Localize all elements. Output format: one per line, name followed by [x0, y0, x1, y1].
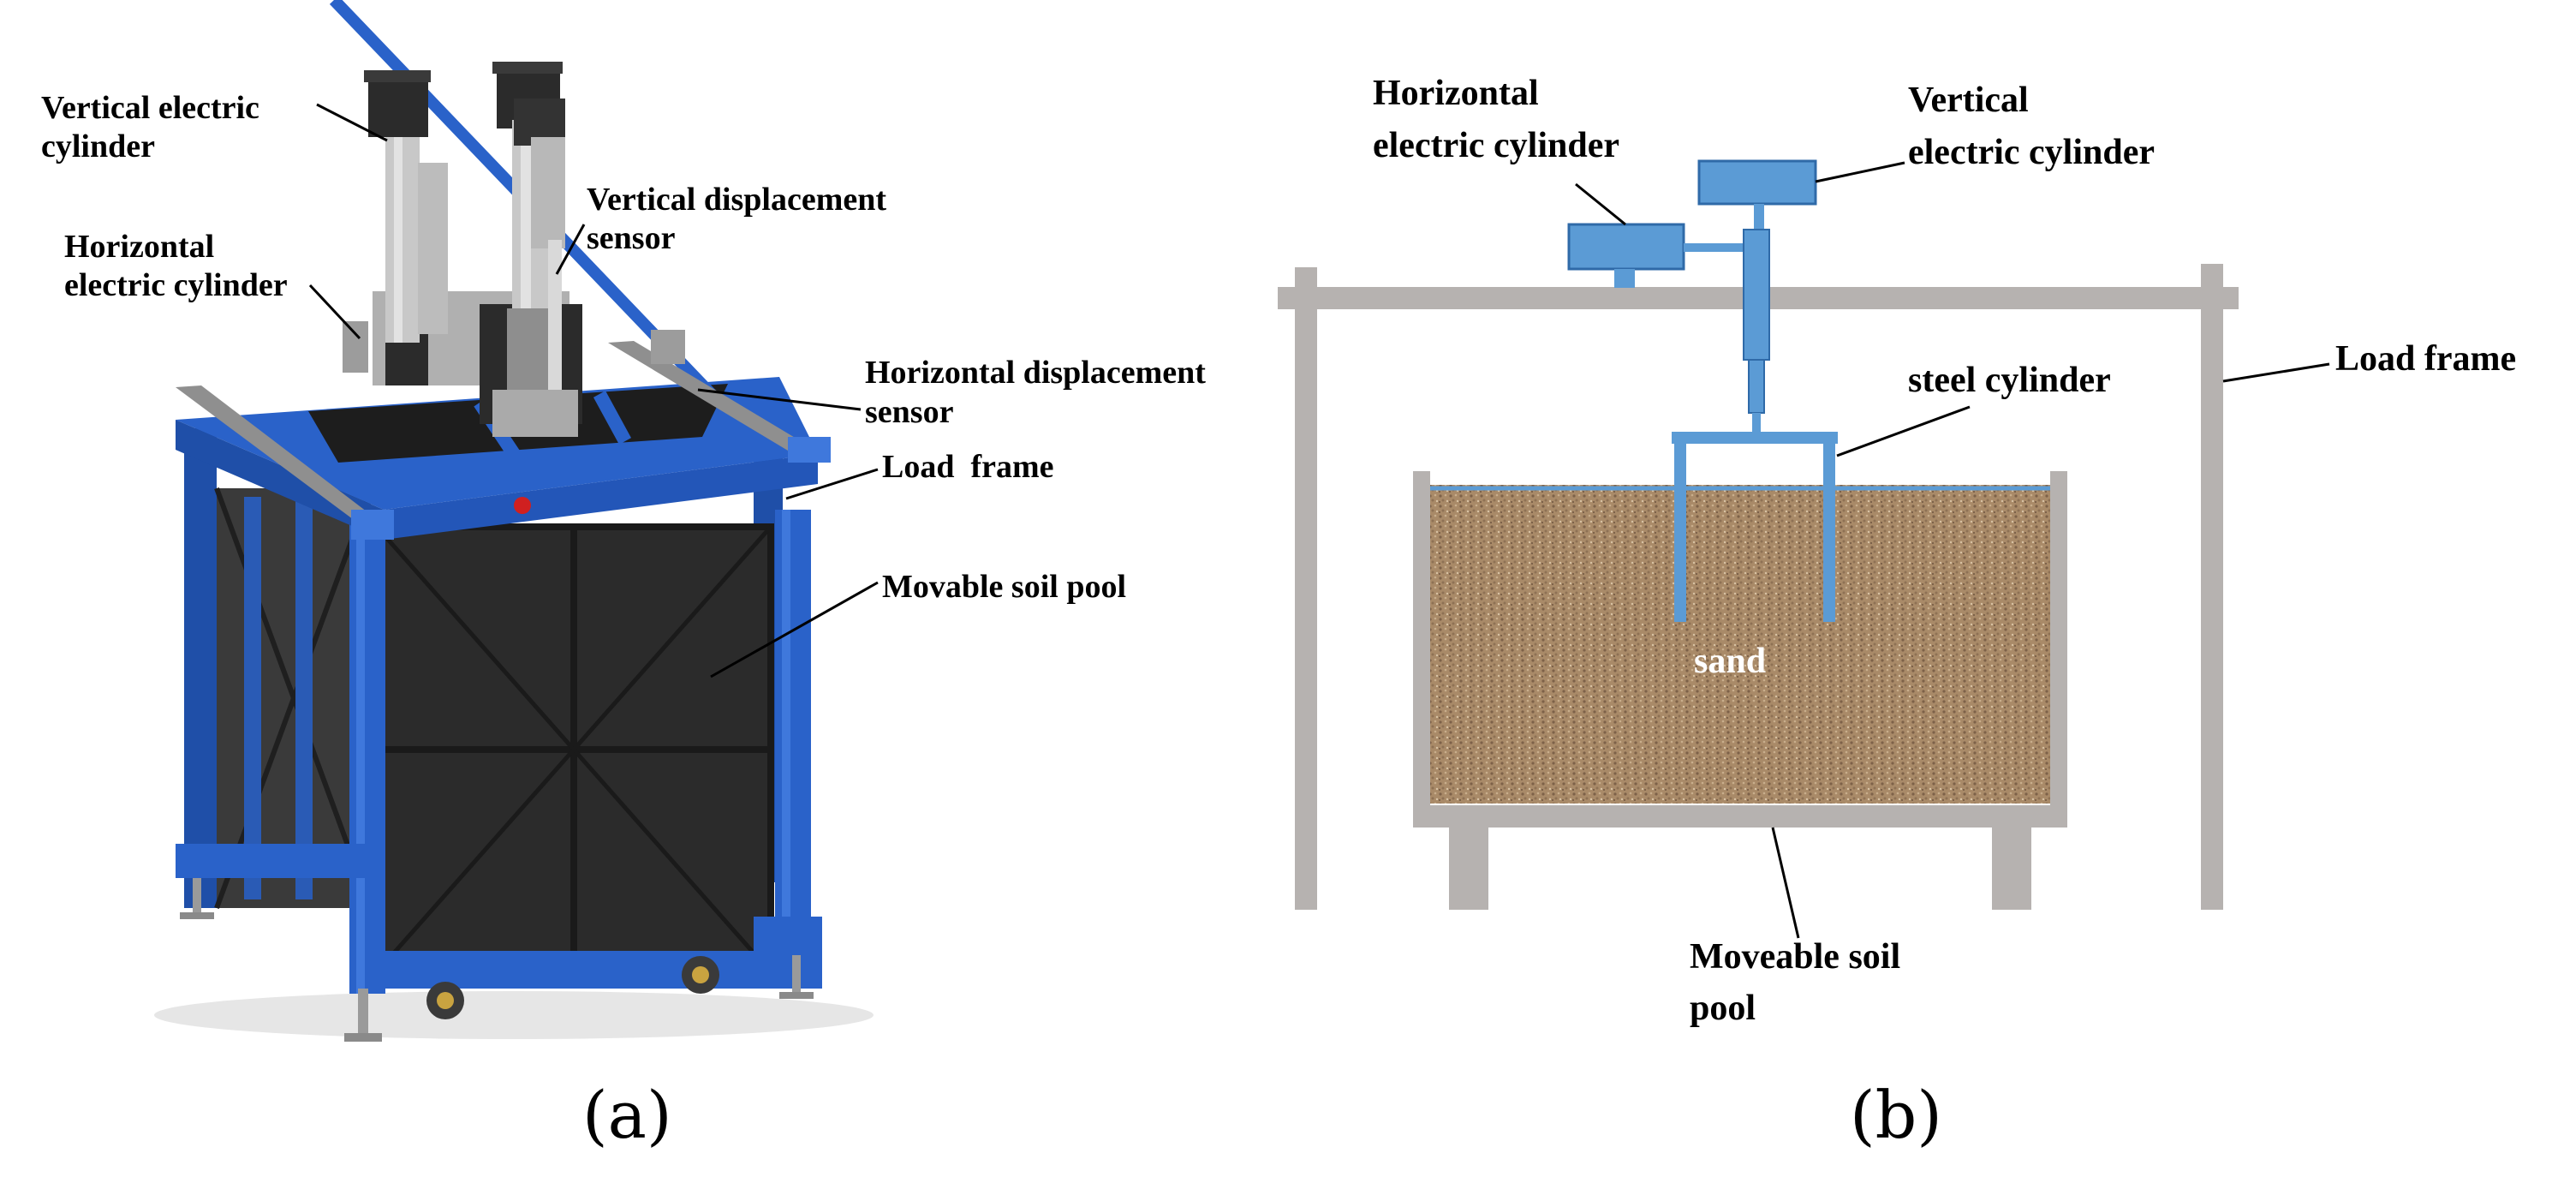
- front-left-post: [349, 514, 385, 994]
- leader-b-soil-pool: [1771, 827, 1800, 939]
- horizontal-cylinder-box: [1567, 223, 1685, 271]
- steel-cylinder-b: [1672, 432, 1838, 622]
- label-b-sand: sand: [1694, 642, 1766, 681]
- leader-a-load-frame: [785, 468, 879, 500]
- label-b-load-frame: Load frame: [2335, 339, 2516, 379]
- caption-a: (a): [582, 1077, 672, 1153]
- caption-b: (b): [1850, 1077, 1942, 1153]
- leader-b-vertical-cylinder: [1815, 161, 1905, 183]
- load-frame-b: [1278, 264, 2239, 910]
- label-b-vertical-cylinder-line2: electric cylinder: [1908, 133, 2155, 172]
- leader-a-soil-pool: [710, 581, 879, 678]
- panel-a-labels: Vertical electric cylinder Horizontal el…: [41, 90, 1206, 678]
- leader-a-vertical-cylinder: [316, 103, 388, 142]
- leader-a-vertical-sensor: [555, 224, 586, 275]
- feet-and-casters: [180, 878, 814, 1042]
- rear-left-post: [184, 428, 217, 908]
- label-b-steel-cylinder: steel cylinder: [1908, 361, 2111, 400]
- label-b-vertical-cylinder-line1: Vertical: [1908, 81, 2029, 120]
- floor-shadow: [154, 991, 874, 1039]
- front-right-post: [775, 510, 811, 955]
- label-a-horizontal-cylinder-line1: Horizontal: [64, 229, 214, 265]
- label-a-vertical-sensor-line2: sensor: [587, 220, 676, 256]
- vertical-electric-cylinders: [364, 62, 578, 437]
- panel-b-labels: Horizontal electric cylinder Vertical el…: [1373, 74, 2516, 1028]
- label-a-vertical-sensor-line1: Vertical displacement: [587, 182, 886, 218]
- label-a-horizontal-sensor-line2: sensor: [865, 394, 954, 430]
- soil-pool-box: [373, 523, 774, 976]
- leader-a-horizontal-cylinder: [308, 284, 361, 340]
- bottom-rail-front: [377, 951, 822, 989]
- label-a-horizontal-cylinder-line2: electric cylinder: [64, 267, 288, 303]
- soil-pool-b: [1413, 471, 2067, 910]
- label-a-horizontal-sensor-line1: Horizontal displacement: [865, 355, 1206, 391]
- leader-b-horizontal-cylinder: [1575, 182, 1626, 226]
- label-b-horizontal-cylinder-line2: electric cylinder: [1373, 126, 1619, 165]
- leader-b-load-frame: [2222, 362, 2330, 383]
- label-b-soil-pool-line2: pool: [1690, 989, 1756, 1028]
- leader-a-horizontal-sensor: [697, 388, 862, 411]
- panel-b-schematic: [1278, 159, 2239, 910]
- label-a-load-frame: Load frame: [882, 449, 1054, 485]
- label-a-vertical-cylinder-line2: cylinder: [41, 128, 155, 164]
- bottom-rail-left: [176, 844, 385, 878]
- label-b-soil-pool-line1: Moveable soil: [1690, 937, 1900, 977]
- label-b-horizontal-cylinder-line1: Horizontal: [1373, 74, 1539, 113]
- leader-b-steel-cylinder: [1836, 405, 1971, 457]
- label-a-vertical-cylinder-line1: Vertical electric: [41, 90, 259, 126]
- sand-fill: [1428, 485, 2052, 804]
- vertical-cylinder-box: [1697, 159, 1817, 206]
- actuator-rod-upper: [1743, 229, 1770, 361]
- label-a-soil-pool: Movable soil pool: [882, 569, 1126, 605]
- panel-a-apparatus: [154, 0, 874, 1042]
- electric-cylinders-b: [1567, 159, 1817, 433]
- actuator-rod-lower: [1748, 359, 1765, 414]
